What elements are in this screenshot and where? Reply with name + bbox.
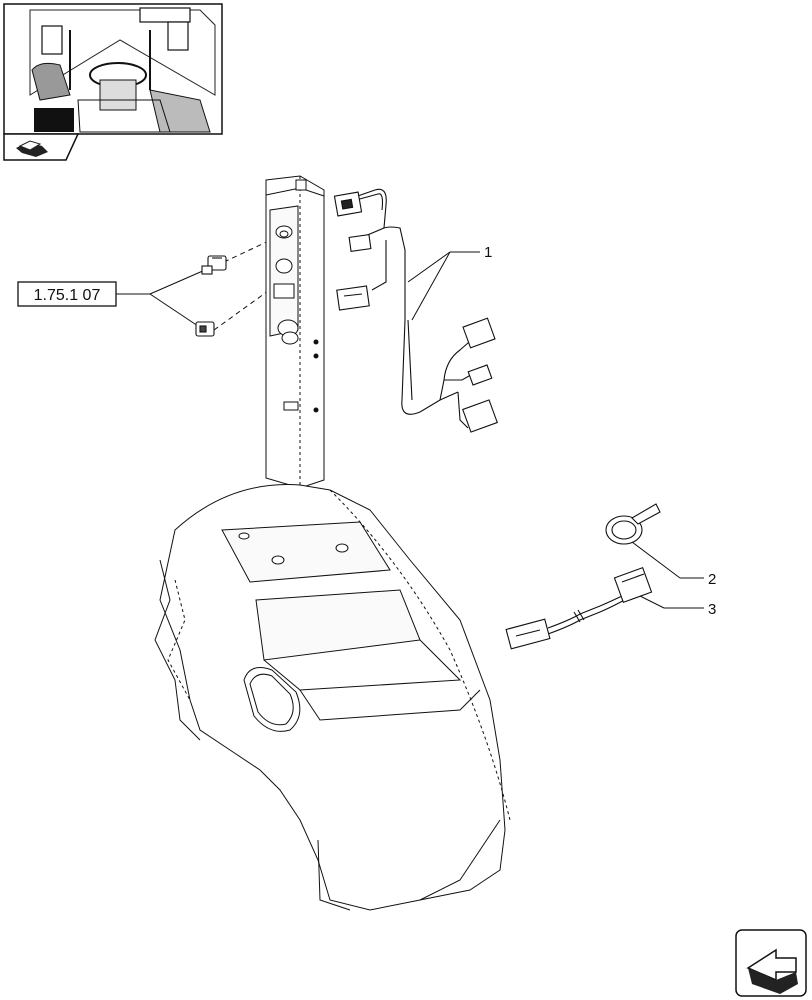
locator-thumbnail <box>3 3 223 161</box>
callout-leaders <box>407 251 704 609</box>
callout-1[interactable]: 1 <box>484 244 492 261</box>
next-page-button[interactable] <box>735 929 807 997</box>
short-harness[interactable] <box>505 566 653 650</box>
cab-pillar <box>265 175 325 489</box>
next-page-arrow-icon <box>746 948 798 994</box>
view-direction-arrow-icon <box>16 140 48 157</box>
cable-tie[interactable] <box>605 503 661 545</box>
switch-part-lower <box>195 321 215 337</box>
wiring-harness[interactable] <box>333 188 498 433</box>
side-console <box>154 484 511 911</box>
callout-2[interactable]: 2 <box>708 571 716 588</box>
switch-part-upper <box>201 255 227 275</box>
reference-leaders <box>116 237 276 331</box>
callout-3[interactable]: 3 <box>708 601 716 618</box>
reference-box[interactable]: 1.75.1 07 <box>17 281 117 307</box>
reference-label: 1.75.1 07 <box>34 287 101 304</box>
tractor-cab-interior-thumbnail-icon <box>29 7 216 133</box>
